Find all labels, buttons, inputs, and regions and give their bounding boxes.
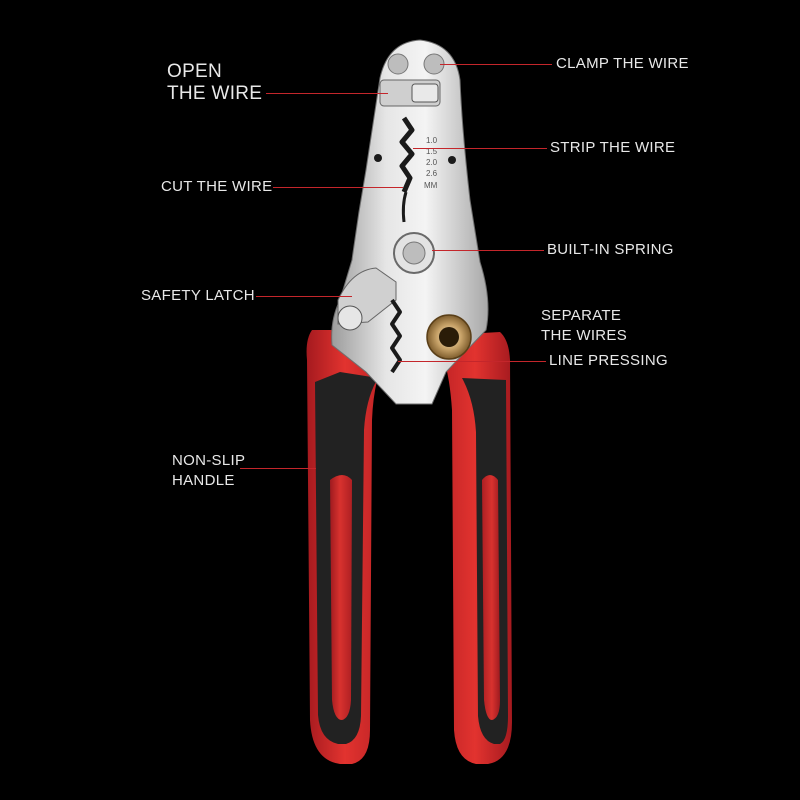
label-line: HANDLE (172, 472, 235, 489)
gauge-mark: 1.5 (426, 147, 438, 156)
gauge-mark: MM (424, 181, 438, 190)
label-line-pressing: LINE PRESSING (549, 352, 668, 369)
label-line: THE WIRES (541, 327, 628, 344)
label-line: OPEN (167, 61, 223, 82)
label-clamp-the-wire: CLAMP THE WIRE (556, 55, 689, 72)
leader-built-in-spring (432, 250, 544, 251)
left-handle (306, 330, 392, 764)
gauge-marks: 1.0 1.5 2.0 2.6 MM (424, 136, 438, 190)
leader-line-pressing (398, 361, 546, 362)
leader-clamp-the-wire (440, 64, 552, 65)
label-safety-latch: SAFETY LATCH (141, 287, 255, 304)
label-built-in-spring: BUILT-IN SPRING (547, 241, 674, 258)
steel-jaw (331, 39, 489, 405)
label-line: SEPARATE (541, 307, 622, 324)
right-handle (430, 332, 512, 764)
label-separate-the-wires: SEPARATE THE WIRES (541, 306, 627, 346)
gauge-mark: 1.0 (426, 136, 438, 145)
gauge-mark: 2.0 (426, 158, 438, 167)
label-open-the-wire: OPEN THE WIRE (167, 61, 262, 105)
leader-cut-the-wire (273, 187, 403, 188)
leader-non-slip-handle (240, 468, 316, 469)
label-line: THE WIRE (167, 83, 263, 104)
gauge-mark: 2.6 (426, 169, 438, 178)
label-strip-the-wire: STRIP THE WIRE (550, 139, 676, 156)
leader-safety-latch (256, 296, 352, 297)
label-line: NON-SLIP (172, 452, 246, 469)
leader-strip-the-wire (413, 148, 547, 149)
leader-open-the-wire (266, 93, 388, 94)
label-cut-the-wire: CUT THE WIRE (161, 178, 273, 195)
label-non-slip-handle: NON-SLIP HANDLE (172, 451, 245, 491)
